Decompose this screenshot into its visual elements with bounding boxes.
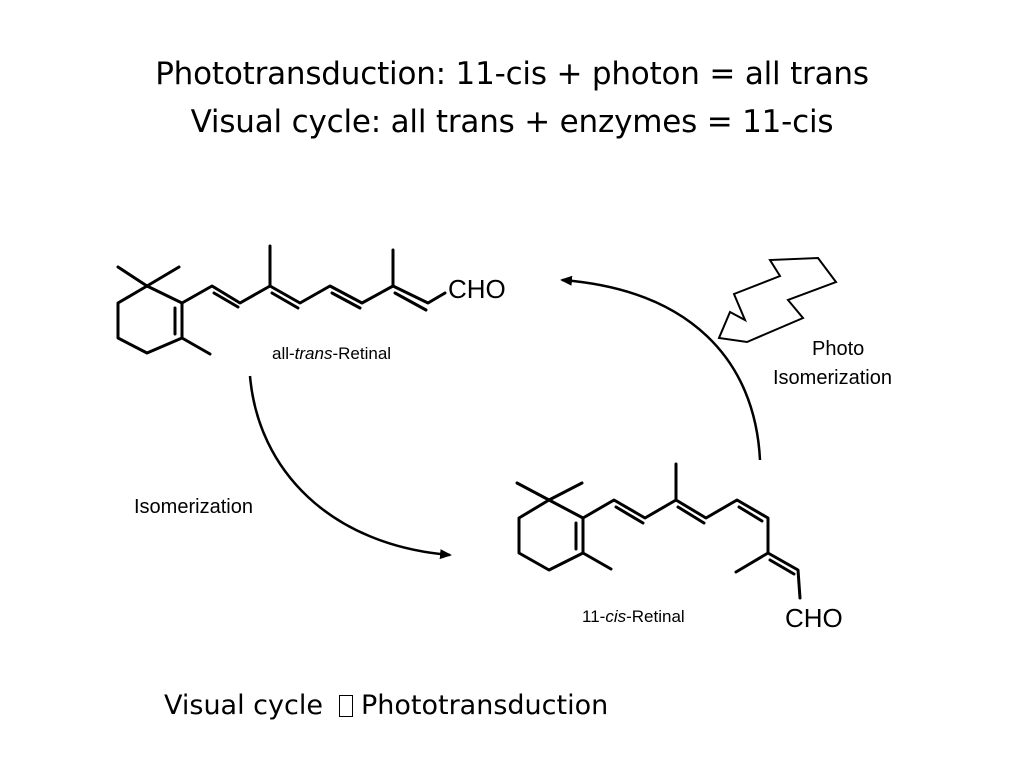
photo-isomerization-arrow xyxy=(560,275,762,461)
photo-label-line-2: Isomerization xyxy=(773,367,892,389)
slide-title: Phototransduction: 11-cis + photon = all… xyxy=(0,50,1024,146)
isomerization-arrow xyxy=(248,375,452,560)
isomerization-label: Isomerization xyxy=(134,496,253,518)
footer-visual-cycle: Visual cycle xyxy=(164,690,323,721)
lightning-bolt-arrow-icon xyxy=(717,256,838,344)
title-line-2: Visual cycle: all trans + enzymes = 11-c… xyxy=(190,104,834,140)
11-cis-retinal-label: 11-cis-Retinal xyxy=(582,607,685,626)
unrendered-glyph-box-icon xyxy=(338,695,353,717)
cho-label-top: CHO xyxy=(448,274,506,304)
11-cis-retinal-structure xyxy=(515,462,802,600)
all-trans-retinal-label: all-trans-Retinal xyxy=(272,344,391,363)
all-trans-retinal-structure xyxy=(116,244,447,356)
title-line-1: Phototransduction: 11-cis + photon = all… xyxy=(155,56,869,92)
footer-line: Visual cycle Phototransduction xyxy=(164,690,608,721)
photo-label-line-1: Photo xyxy=(812,338,864,360)
cho-label-bottom: CHO xyxy=(785,603,843,633)
footer-phototransduction: Phototransduction xyxy=(360,690,609,721)
